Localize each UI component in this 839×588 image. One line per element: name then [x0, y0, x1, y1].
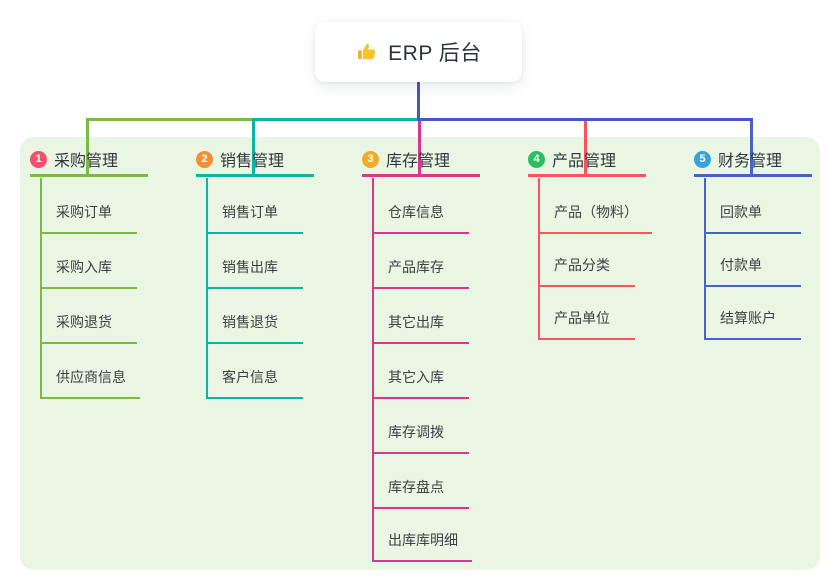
thumbs-up-icon: [355, 41, 378, 64]
branch-item[interactable]: 回款单: [704, 201, 801, 234]
branch-item[interactable]: 其它入库: [372, 366, 469, 399]
branch-item[interactable]: 产品库存: [372, 256, 469, 289]
branch-item[interactable]: 产品分类: [538, 254, 635, 287]
branch-label: 销售管理: [220, 153, 285, 170]
branch-item[interactable]: 仓库信息: [372, 201, 469, 234]
bus-segment-green: [86, 118, 252, 121]
branch-spine-line: [538, 178, 540, 340]
branch-drop-line: [418, 118, 421, 175]
branch-header-2[interactable]: 2 销售管理: [196, 148, 314, 177]
branch-item[interactable]: 付款单: [704, 254, 801, 287]
branch-item[interactable]: 结算账户: [704, 307, 801, 340]
branch-label: 采购管理: [54, 153, 119, 170]
branch-badge: 4: [528, 150, 545, 168]
branch-badge: 2: [196, 150, 213, 168]
branch-item[interactable]: 产品单位: [538, 307, 635, 340]
branch-item[interactable]: 销售订单: [206, 201, 303, 234]
branch-spine-line: [704, 178, 706, 340]
branch-drop-line: [584, 118, 587, 175]
branch-item[interactable]: 出库库明细: [372, 529, 472, 562]
branch-label: 库存管理: [386, 153, 451, 170]
branch-badge: 5: [694, 150, 711, 168]
branch-label: 产品管理: [552, 153, 617, 170]
branch-badge: 1: [30, 150, 47, 168]
branch-drop-line: [86, 118, 89, 175]
root-label: ERP 后台: [388, 42, 482, 65]
branch-header-5[interactable]: 5 财务管理: [694, 148, 812, 177]
branch-header-4[interactable]: 4 产品管理: [528, 148, 646, 177]
bus-segment-teal: [252, 118, 417, 121]
root-node[interactable]: ERP 后台: [315, 22, 522, 82]
branch-item[interactable]: 采购订单: [40, 201, 137, 234]
branch-item[interactable]: 销售出库: [206, 256, 303, 289]
branch-item[interactable]: 供应商信息: [40, 366, 140, 399]
branch-badge: 3: [362, 150, 379, 168]
branch-item[interactable]: 客户信息: [206, 366, 303, 399]
branch-item[interactable]: 其它出库: [372, 311, 469, 344]
branch-label: 财务管理: [718, 153, 783, 170]
mindmap-panel: [20, 137, 820, 570]
root-connector-line: [417, 82, 420, 121]
branch-item[interactable]: 销售退货: [206, 311, 303, 344]
branch-drop-line: [750, 118, 753, 175]
branch-header-1[interactable]: 1 采购管理: [30, 148, 148, 177]
bus-segment-blue: [417, 118, 753, 121]
branch-item[interactable]: 采购退货: [40, 311, 137, 344]
branch-item[interactable]: 库存调拨: [372, 421, 469, 454]
branch-header-3[interactable]: 3 库存管理: [362, 148, 480, 177]
branch-item[interactable]: 库存盘点: [372, 476, 469, 509]
branch-item[interactable]: 采购入库: [40, 256, 137, 289]
branch-spine-line: [372, 178, 374, 562]
branch-item[interactable]: 产品（物料）: [538, 201, 652, 234]
branch-drop-line: [252, 118, 255, 175]
